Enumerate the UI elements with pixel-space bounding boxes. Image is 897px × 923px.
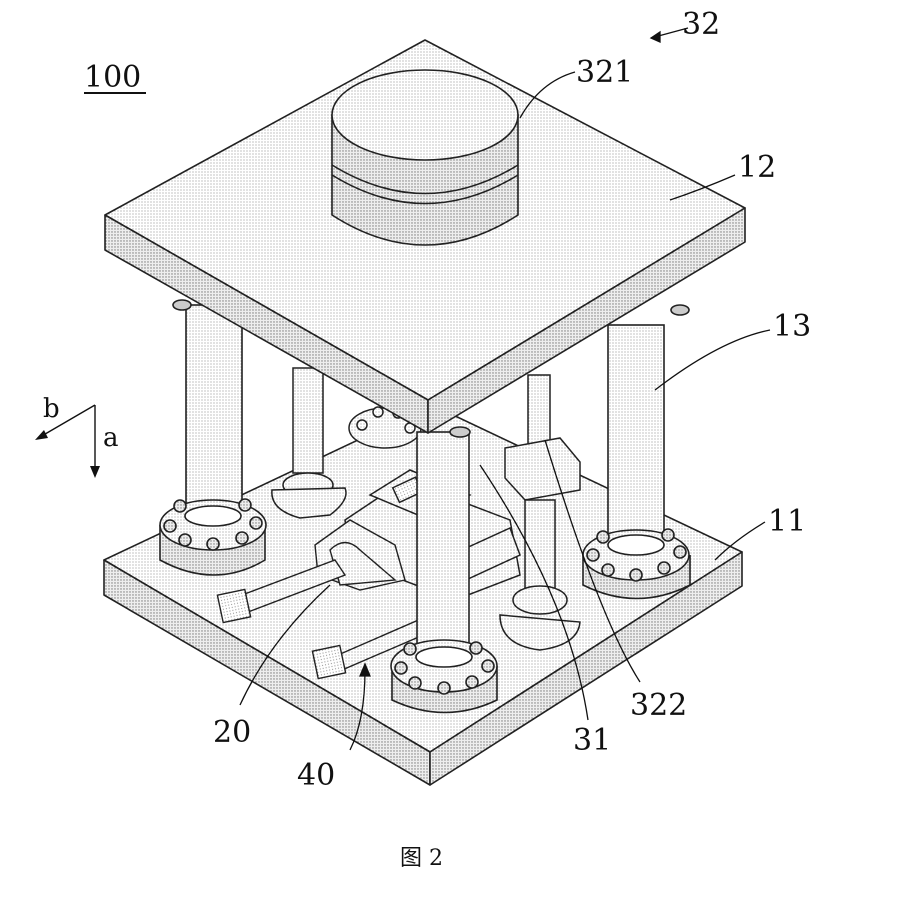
direction-b-label: b bbox=[43, 394, 60, 424]
assembly-ref-label: 100 bbox=[84, 60, 141, 95]
label-322: 322 bbox=[630, 688, 687, 723]
direction-a-label: a bbox=[103, 423, 119, 453]
label-31: 31 bbox=[573, 723, 611, 758]
label-12: 12 bbox=[738, 150, 776, 185]
left-column bbox=[160, 305, 266, 575]
label-321: 321 bbox=[576, 55, 633, 90]
label-40: 40 bbox=[297, 758, 335, 793]
label-20: 20 bbox=[213, 715, 251, 750]
figure-caption: 图 2 bbox=[400, 846, 443, 871]
right-column bbox=[583, 325, 690, 599]
label-32: 32 bbox=[682, 7, 720, 42]
label-11: 11 bbox=[768, 504, 806, 539]
cylinder bbox=[332, 70, 518, 245]
label-13: 13 bbox=[773, 309, 811, 344]
